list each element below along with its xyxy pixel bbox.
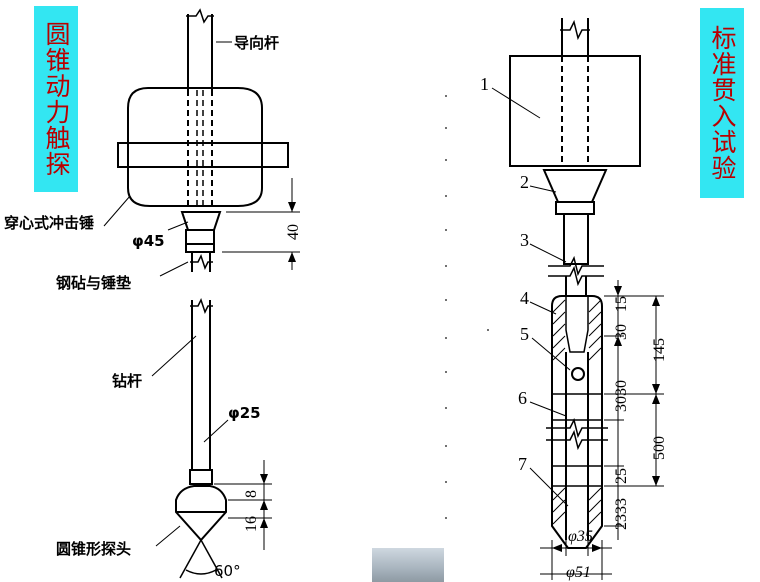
dim-16-label: 16 [243, 516, 260, 532]
right-title-text: 标准贯入试验 [708, 25, 737, 181]
dim-15-label: 15 [613, 296, 630, 312]
dim-phi35-label: φ35 [568, 528, 593, 545]
part-3-label: 3 [520, 230, 529, 250]
dim-8-label: 8 [243, 490, 260, 498]
rod-diameter-label: φ25 [228, 404, 261, 422]
dim-30-label: 30 [613, 324, 630, 340]
dim-500-label: 500 [651, 436, 668, 460]
hammer-label: 穿心式冲击锤 [4, 214, 95, 232]
dim-40-label: 40 [285, 224, 302, 240]
part-1-label: 1 [480, 74, 489, 94]
part-4-label: 4 [520, 288, 529, 308]
cone-head-label: 圆锥形探头 [56, 540, 132, 558]
dim-2333-label: 2333 [613, 498, 630, 530]
dim-phi51-label: φ51 [566, 564, 591, 581]
dim-3030-label: 3030 [613, 380, 630, 412]
guide-rod-label: 导向杆 [234, 34, 280, 52]
right-title-banner: 标准贯入试验 [700, 8, 744, 198]
left-title-text: 圆锥动力触探 [42, 21, 71, 177]
part-6-label: 6 [518, 388, 527, 408]
dim-25-label: 25 [613, 468, 630, 484]
cone-angle-label: 60° [214, 562, 241, 580]
part-5-label: 5 [520, 324, 529, 344]
left-title-banner: 圆锥动力触探 [34, 6, 78, 192]
part-2-label: 2 [520, 172, 529, 192]
drill-rod-label: 钻杆 [112, 372, 143, 390]
part-7-label: 7 [518, 454, 527, 474]
anvil-diameter-label: φ45 [132, 232, 165, 250]
anvil-label: 钢砧与锤垫 [56, 274, 132, 292]
dim-145-label: 145 [651, 338, 668, 362]
building-photo-thumbnail [372, 548, 444, 582]
